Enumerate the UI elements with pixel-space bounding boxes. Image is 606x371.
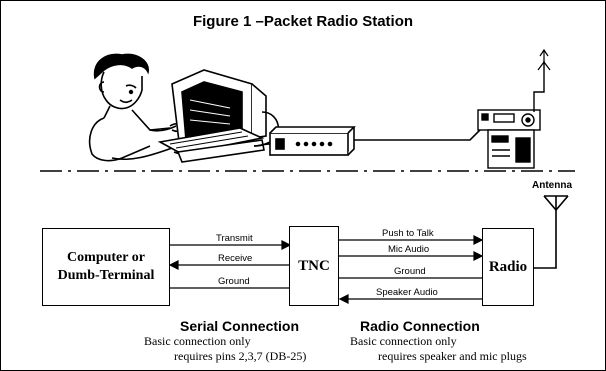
computer-label-line1: Computer or [67, 250, 145, 265]
radio-connection-line1: Basic connection only [350, 334, 457, 348]
tnc-label: TNC [298, 257, 330, 274]
radio-connection-title: Radio Connection [360, 318, 480, 334]
push-to-talk-label: Push to Talk [382, 228, 434, 239]
serial-connection-line2: requires pins 2,3,7 (DB-25) [174, 349, 307, 363]
radio-ground-label: Ground [394, 266, 426, 277]
serial-connection-line1: Basic connection only [144, 334, 251, 348]
tnc-illustration [269, 126, 356, 156]
computer-illustration [157, 69, 280, 163]
radio-illustration [477, 60, 545, 169]
figure-title: Figure 1 –Packet Radio Station [192, 13, 414, 30]
receive-label: Receive [218, 253, 253, 264]
radio-connection-line2: requires speaker and mic plugs [378, 349, 527, 363]
transmit-label: Transmit [216, 233, 253, 244]
radio-label: Radio [488, 258, 528, 275]
speaker-audio-label: Speaker Audio [376, 287, 438, 298]
computer-label-line2: Dumb-Terminal [57, 268, 155, 283]
mic-audio-label: Mic Audio [388, 244, 430, 255]
antenna-small-icon [537, 48, 551, 71]
antenna-label: Antenna [532, 180, 572, 191]
serial-connection-title: Serial Connection [180, 318, 300, 334]
radio-box: Radio [482, 228, 534, 306]
computer-box: Computer or Dumb-Terminal [42, 228, 170, 306]
antenna-icon [533, 195, 569, 269]
serial-ground-label: Ground [218, 276, 250, 287]
tnc-box: TNC [289, 226, 339, 306]
